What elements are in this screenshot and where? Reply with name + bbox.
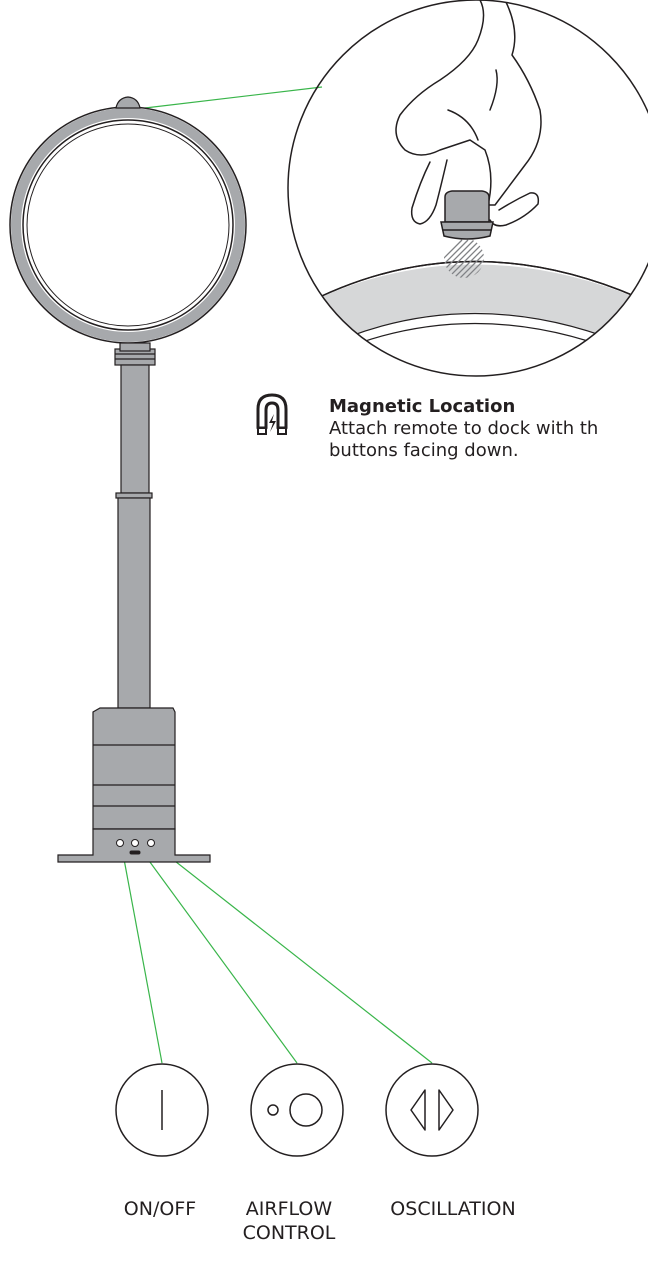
onoff-button-illustration[interactable] [115,1063,209,1157]
note-line-1: Attach remote to dock with th [329,418,599,439]
telescopic-stand [115,364,153,709]
note-title: Magnetic Location [329,396,516,417]
remote-illustration [440,190,494,240]
oscillation-label: OSCILLATION [390,1198,516,1220]
dock-callout-line [144,86,323,109]
magnet-icon [256,393,288,435]
neck-joint [114,342,156,366]
onoff-label: ON/OFF [123,1198,197,1220]
callout-lines [120,86,433,1064]
oscillation-triangles-icon [410,1089,454,1131]
zoom-detail [287,0,648,377]
base-buttons [116,839,155,855]
airflow-label-line-2: CONTROL [242,1222,336,1244]
base-oscillation-button[interactable] [147,839,155,847]
airflow-callout-line [135,842,298,1064]
onoff-callout-line [120,842,163,1064]
remote-dock [115,96,141,109]
magnetic-location-note: Magnetic Location Attach remote to dock … [329,396,648,462]
base-onoff-button[interactable] [116,839,124,847]
hand-illustration [395,0,542,227]
airflow-button-illustration[interactable] [250,1063,344,1157]
airflow-circles-icon [267,1093,323,1127]
fan-loop [9,106,247,344]
airflow-label-line-1: AIRFLOW [245,1198,333,1220]
airflow-control-label: AIRFLOW CONTROL [234,1197,344,1245]
note-line-2: buttons facing down. [329,440,519,461]
oscillation-callout-line [151,842,433,1064]
base-airflow-button[interactable] [131,839,139,847]
oscillation-button-illustration[interactable] [385,1063,479,1157]
base-body [92,707,176,830]
